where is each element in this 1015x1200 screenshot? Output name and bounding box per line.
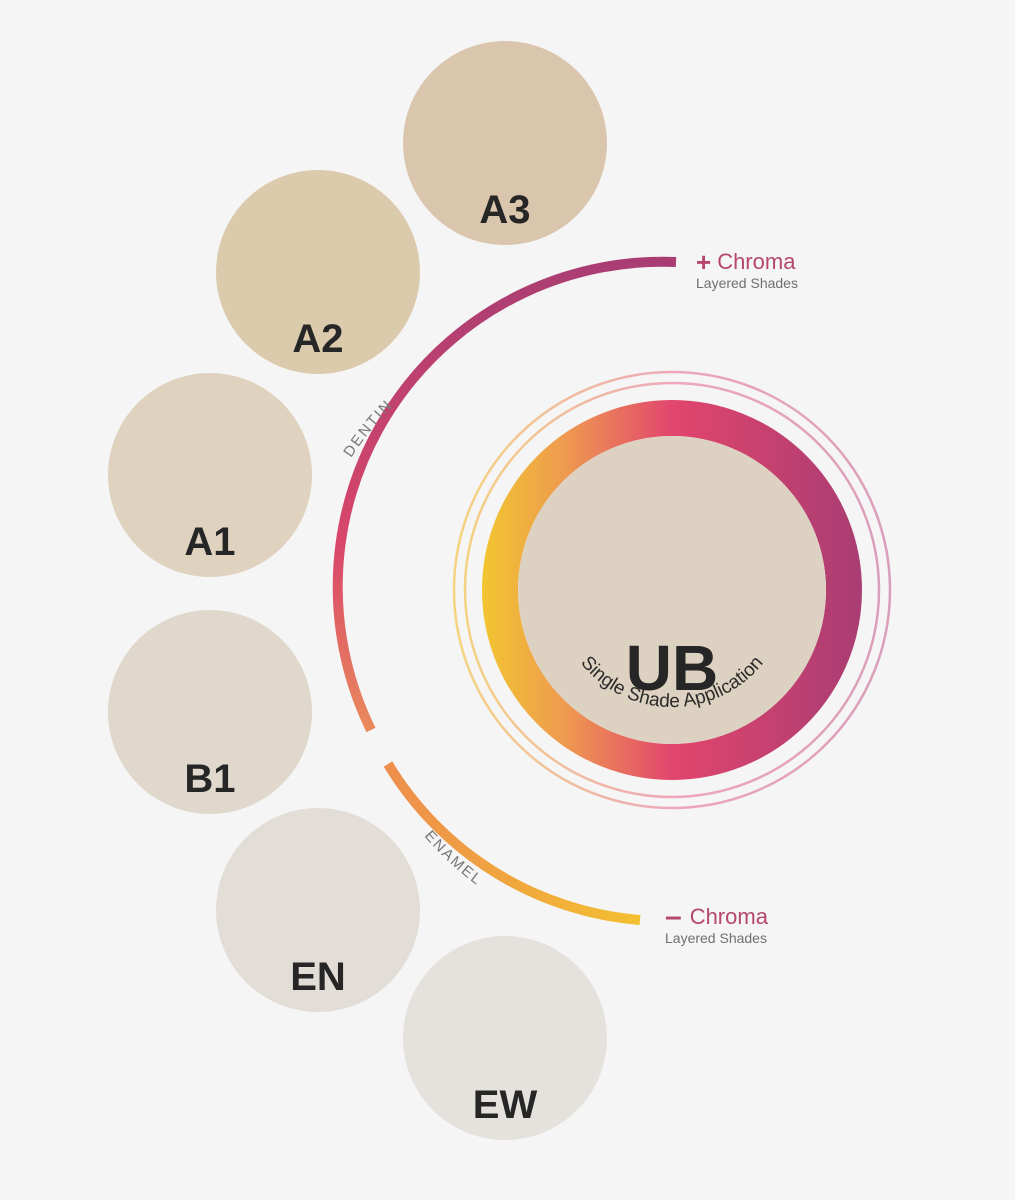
ub-gradient-ring	[482, 400, 862, 780]
shade-disc-a3: A3	[403, 41, 607, 245]
shade-swatch	[216, 170, 420, 374]
shade-code: A3	[479, 188, 530, 232]
shade-disc-en: EN	[216, 808, 420, 1012]
shade-swatch	[108, 373, 312, 577]
legend-plus-label: Chroma	[717, 249, 796, 274]
dentin-arc	[332, 256, 677, 733]
legend-plus-sub: Layered Shades	[696, 275, 798, 291]
minus-icon: –	[665, 900, 682, 933]
legend-minus-chroma: – Chroma Layered Shades	[665, 900, 768, 947]
shade-disc-ew: EW	[403, 936, 607, 1140]
ub-outer-ring	[452, 370, 892, 810]
plus-icon: +	[696, 247, 712, 277]
shade-code: A2	[292, 317, 343, 361]
shade-swatch	[403, 936, 607, 1140]
enamel-arc	[383, 761, 641, 925]
shade-swatch	[108, 610, 312, 814]
ub-middle-ring	[463, 381, 881, 799]
shade-disc-a2: A2	[216, 170, 420, 374]
ub-disc	[518, 436, 826, 744]
legend-plus-chroma: + Chroma Layered Shades	[696, 247, 798, 291]
shade-swatch	[216, 808, 420, 1012]
shade-swatch	[403, 41, 607, 245]
shade-disc-b1: B1	[108, 610, 312, 814]
ub-code: UB	[626, 632, 718, 704]
shade-code: EN	[290, 955, 346, 999]
shade-code: A1	[184, 520, 235, 564]
shade-code: EW	[473, 1083, 538, 1127]
legend-minus-sub: Layered Shades	[665, 930, 767, 946]
legend-minus-label: Chroma	[689, 904, 768, 929]
shade-code: B1	[184, 757, 235, 801]
ub-shade: UB Single Shade Application	[452, 370, 892, 810]
shade-disc-a1: A1	[108, 373, 312, 577]
